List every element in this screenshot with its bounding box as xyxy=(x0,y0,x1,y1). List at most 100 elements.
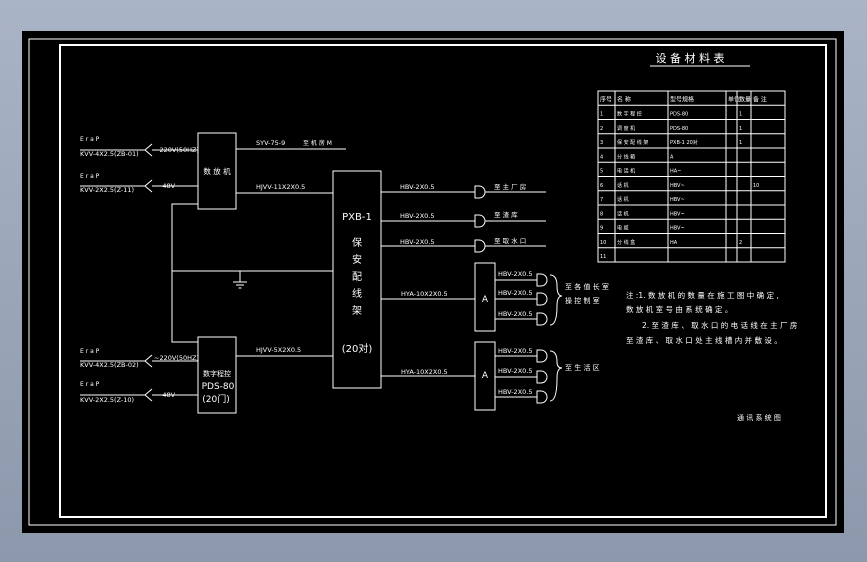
jb1-brace xyxy=(549,274,563,326)
input-code-1: E r a P xyxy=(80,136,100,143)
direct-outputs: HBV-2X0.5 至 主 厂 房 HBV-2X0.5 至 渣 库 HBV-2X… xyxy=(381,182,546,253)
table-cell: 数 字 程 控 xyxy=(617,111,642,118)
table-cell: 3 xyxy=(600,140,603,146)
input-cable-3: KVV-4X2.5(ZB-02) xyxy=(80,361,139,369)
table-cell: 1 xyxy=(600,112,603,118)
drawing-sheet xyxy=(22,31,844,533)
table-cell: HA~ xyxy=(670,169,681,175)
jb1-phone-2 xyxy=(536,292,548,306)
table-cell: HBV~ xyxy=(670,197,685,203)
table-cell: 10 xyxy=(753,183,759,189)
pbx-device-model: PDS-80 xyxy=(202,382,235,392)
table-cell: 话 机 xyxy=(617,210,629,217)
table-cell: 7 xyxy=(600,197,603,203)
jb2-box xyxy=(474,341,496,411)
hjvv-top-cable: HJVV-11X2X0.5 xyxy=(256,183,305,191)
pbx-device-lines: (20门) xyxy=(202,393,229,405)
input-cable-1: KVV-4X2.5(ZB-01) xyxy=(80,150,139,158)
junction-box-2-group: HYA-10X2X0.5 A HBV-2X0.5 HBV-2X0.5 HBV-2… xyxy=(381,341,600,411)
note-line-3: 2. 至 渣 库 、 取 水 口 的 电 话 线 在 主 厂 房 xyxy=(642,320,797,330)
output-cable-1: HBV-2X0.5 xyxy=(400,183,434,191)
junction-box-1-group: HYA-10X2X0.5 A HBV-2X0.5 HBV-2X0.5 HBV-2… xyxy=(381,262,609,332)
pxb-frame-box xyxy=(332,170,382,389)
table-cell: 电 缆 xyxy=(617,225,629,232)
jb1-phone-3 xyxy=(536,312,548,326)
jb1-branch-cable-1: HBV-2X0.5 xyxy=(498,270,532,278)
dispatch-device-label: 数 放 机 xyxy=(203,166,231,176)
input-cable-4: KVV-2X2.5(Z-10) xyxy=(80,396,134,404)
table-header-cell: 型号规格 xyxy=(670,95,694,103)
jb1-dest-2: 操 控 制 室 xyxy=(565,296,600,305)
pxb-char-2: 安 xyxy=(352,253,362,266)
jb2-brace xyxy=(549,350,563,402)
table-cell: 分 线 盒 xyxy=(617,239,635,246)
notes-block: 注 :1. 数 放 机 的 数 量 在 施 工 图 中 确 定 , 数 放 机 … xyxy=(626,290,797,345)
hjvv-bottom-cable: HJVV-5X2X0.5 xyxy=(256,346,301,354)
sheet-title: 设 备 材 料 表 xyxy=(656,51,725,65)
pxb-char-3: 配 xyxy=(352,271,362,283)
table-cell: HBV~ xyxy=(670,226,685,232)
jb2-branch-cable-3: HBV-2X0.5 xyxy=(498,388,532,396)
input-code-2: E r a P xyxy=(80,173,100,180)
jb1-phone-1 xyxy=(536,273,548,287)
pxb-char-4: 线 xyxy=(352,287,362,300)
input-arrow-4 xyxy=(144,388,153,402)
jb2-branch-cable-2: HBV-2X0.5 xyxy=(498,367,532,375)
input-arrow-3 xyxy=(144,354,153,368)
pbx-device-box xyxy=(197,336,237,414)
table-header-cell: 数量 xyxy=(739,95,751,103)
pxb-capacity: (20对) xyxy=(342,342,373,355)
input-arrow-1 xyxy=(144,143,153,157)
jb1-branch-cable-2: HBV-2X0.5 xyxy=(498,289,532,297)
table-cell: 9 xyxy=(600,226,603,232)
input-arrow-2 xyxy=(144,179,153,193)
dispatch-device-box xyxy=(197,132,237,210)
output-dest-3: 至 取 水 口 xyxy=(494,236,526,245)
top-device-group: E r a P KVV-4X2.5(ZB-01) ~220V(50HZ) E r… xyxy=(80,132,346,210)
jb2-phone-3 xyxy=(536,390,548,404)
output-phone-1 xyxy=(474,185,486,199)
jb2-phone-2 xyxy=(536,370,548,384)
note-line-1: 注 :1. 数 放 机 的 数 量 在 施 工 图 中 确 定 , xyxy=(626,290,779,300)
table-cell: HA xyxy=(670,240,678,246)
bottom-device-group: E r a P KVV-4X2.5(ZB-02) ~220V(50HZ) E r… xyxy=(80,336,333,414)
table-cell: 2 xyxy=(600,126,603,132)
ground-bus-line xyxy=(171,203,198,343)
table-cell: 11 xyxy=(600,254,606,260)
footer-caption: 通 讯 系 统 图 xyxy=(737,413,781,422)
table-cell: 分 线 箱 xyxy=(617,153,635,160)
syv-cable: SYV-75-9 xyxy=(256,139,285,147)
inner-frame xyxy=(59,44,827,518)
input-feed-3: ~220V(50HZ) xyxy=(154,354,199,362)
pbx-device-label: 数字程控 xyxy=(203,369,231,378)
jb2-label: A xyxy=(482,371,489,381)
table-cell: 8 xyxy=(600,211,603,217)
table-header-cell: 序号 xyxy=(600,95,612,103)
table-cell: 调 度 机 xyxy=(617,125,635,132)
jb1-dest-1: 至 各 值 长 室 xyxy=(565,282,609,291)
table-cell: 6 xyxy=(600,183,603,189)
output-phone-2 xyxy=(474,214,486,228)
pxb-frame-group: PXB-1 保 安 配 线 架 (20对) xyxy=(332,170,382,389)
output-dest-2: 至 渣 库 xyxy=(494,210,518,219)
note-line-4: 至 渣 库 、 取 水 口 处 主 线 槽 内 并 敷 设 。 xyxy=(626,335,782,345)
output-cable-2: HBV-2X0.5 xyxy=(400,212,434,220)
pxb-model: PXB-1 xyxy=(342,212,372,223)
jb2-branch-cable-1: HBV-2X0.5 xyxy=(498,347,532,355)
table-cell: 话 机 xyxy=(617,182,629,189)
output-dest-1: 至 主 厂 房 xyxy=(494,182,526,191)
table-cell: PDS-80 xyxy=(670,112,688,118)
input-code-3: E r a P xyxy=(80,348,100,355)
jb2-dest-1: 至 生 活 区 xyxy=(565,363,600,372)
output-cable-3: HBV-2X0.5 xyxy=(400,238,434,246)
grounding-bus xyxy=(171,203,333,343)
table-cell: HBV~ xyxy=(670,183,685,189)
jb1-branch-cable-3: HBV-2X0.5 xyxy=(498,310,532,318)
pxb-char-5: 架 xyxy=(352,305,362,317)
jb1-feed-cable: HYA-10X2X0.5 xyxy=(401,290,448,298)
table-cell: PDS-80 xyxy=(670,126,688,132)
input-cable-2: KVV-2X2.5(Z-11) xyxy=(80,186,134,194)
